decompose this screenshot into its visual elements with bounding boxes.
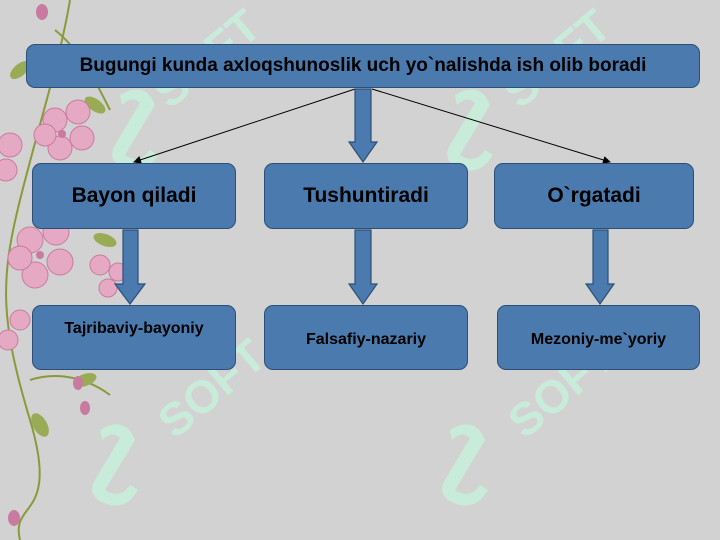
- flower-5: [0, 309, 31, 351]
- node-label: Bayon qiladi: [71, 184, 197, 207]
- block-arrow-right: [584, 229, 616, 306]
- node-label: O`rgatadi: [547, 184, 641, 207]
- node-label: Mezoniy-me`yoriy: [530, 330, 667, 348]
- node-mezoniy-meyoriy: Mezoniy-me`yoriy: [497, 305, 700, 370]
- node-tushuntiradi: Tushuntiradi: [264, 163, 468, 229]
- node-tajribaviy-bayoniy: Tajribaviy-bayoniy: [32, 305, 236, 370]
- connector-right: [371, 88, 611, 164]
- block-arrow-center: [347, 88, 379, 164]
- title-box: Bugungi kunda axloqshunoslik uch yo`nali…: [26, 44, 700, 88]
- block-arrow-left: [113, 229, 147, 305]
- title-text: Bugungi kunda axloqshunoslik uch yo`nali…: [79, 55, 647, 76]
- node-falsafiy-nazariy: Falsafiy-nazariy: [264, 305, 468, 370]
- node-bayon-qiladi: Bayon qiladi: [32, 163, 236, 229]
- flower-4: [0, 132, 23, 182]
- node-orgatadi: O`rgatadi: [494, 163, 694, 229]
- watermark-logo-icon: [92, 89, 493, 506]
- flower-1: [33, 99, 95, 161]
- node-label: Tajribaviy-bayoniy: [64, 320, 204, 337]
- node-label: Tushuntiradi: [303, 184, 429, 207]
- node-label: Falsafiy-nazariy: [305, 330, 427, 348]
- connector-left: [133, 88, 356, 164]
- block-arrow-mid: [347, 229, 379, 306]
